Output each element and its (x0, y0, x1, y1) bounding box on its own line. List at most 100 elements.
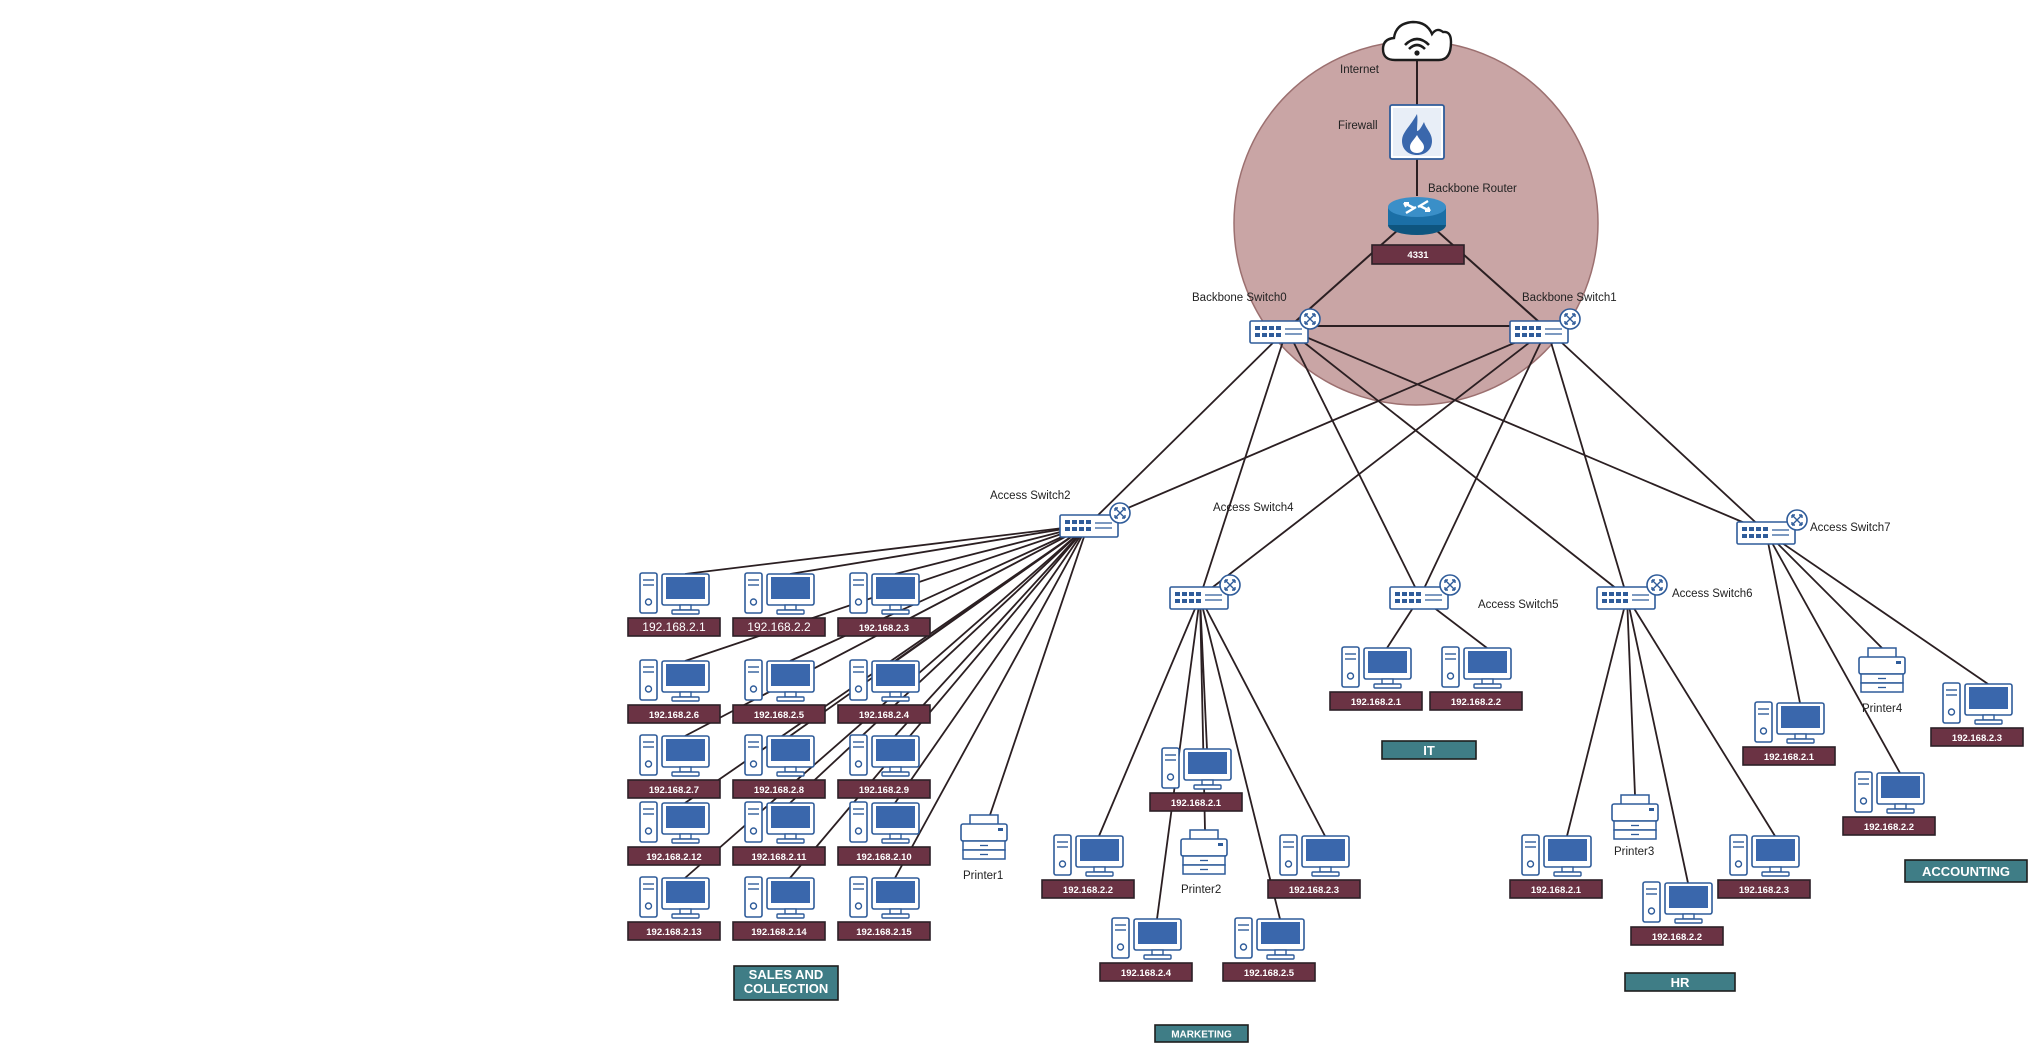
access-switch2-icon[interactable] (1059, 502, 1131, 538)
access-switch6-label: Access Switch6 (1672, 588, 1753, 600)
svg-text:192.168.2.3: 192.168.2.3 (1952, 733, 2002, 744)
it-ip-tag-1: 192.168.2.1 (1329, 691, 1423, 711)
link-6 (1087, 328, 1288, 526)
sales-pc-7[interactable] (639, 734, 710, 777)
marketing-pc-4[interactable] (1111, 917, 1182, 960)
sales-pc-2[interactable] (744, 572, 815, 615)
accounting-dept-label: ACCOUNTING (1904, 859, 2028, 883)
svg-text:192.168.2.1: 192.168.2.1 (1171, 798, 1222, 809)
link-4 (1416, 212, 1548, 330)
sales-pc-15[interactable] (849, 876, 920, 919)
link-11 (1419, 328, 1548, 598)
link-40 (1566, 596, 1628, 837)
sales-ip-tag-15: 192.168.2.15 (837, 921, 931, 941)
link-13 (1546, 328, 1628, 598)
svg-text:192.168.2.2: 192.168.2.2 (1063, 885, 1113, 896)
access-switch7-label: Access Switch7 (1810, 522, 1891, 534)
hr-pc-1[interactable] (1521, 834, 1592, 877)
it-pc-1[interactable] (1341, 646, 1412, 689)
link-33 (1098, 596, 1201, 837)
sales-pc-8[interactable] (744, 734, 815, 777)
svg-text:192.168.2.4: 192.168.2.4 (859, 710, 910, 721)
hr-ip-tag-3: 192.168.2.3 (1717, 879, 1811, 899)
backbone-switch1-label: Backbone Switch1 (1522, 292, 1617, 304)
router-tag: 4331 (1371, 244, 1465, 265)
sales-pc-5[interactable] (744, 659, 815, 702)
marketing-pc-2[interactable] (1053, 834, 1124, 877)
link-9 (1199, 328, 1548, 598)
backbone-switch0-label: Backbone Switch0 (1192, 292, 1287, 304)
accounting-pc-2[interactable] (1854, 771, 1925, 814)
router-label: Backbone Router (1428, 183, 1517, 195)
sales-ip-tag-1: 192.168.2.1 (627, 617, 721, 637)
it-pc-2[interactable] (1441, 646, 1512, 689)
printer2-label: Printer2 (1181, 884, 1221, 896)
sales-pc-14[interactable] (744, 876, 815, 919)
it-dept-label: IT (1381, 740, 1477, 760)
svg-text:192.168.2.14: 192.168.2.14 (751, 927, 807, 938)
printer3-icon[interactable] (1611, 794, 1659, 840)
sales-pc-12[interactable] (849, 801, 920, 844)
link-47 (1765, 531, 1883, 649)
link-30 (894, 524, 1089, 879)
svg-text:192.168.2.11: 192.168.2.11 (752, 852, 808, 863)
svg-text:192.168.2.1: 192.168.2.1 (1351, 697, 1402, 708)
sales-pc-6[interactable] (849, 659, 920, 702)
sales-pc-13[interactable] (639, 876, 710, 919)
svg-text:192.168.2.13: 192.168.2.13 (646, 927, 701, 938)
firewall-icon[interactable] (1389, 104, 1445, 160)
access-switch6-icon[interactable] (1596, 574, 1668, 610)
hr-pc-3[interactable] (1729, 834, 1800, 877)
marketing-pc-1[interactable] (1161, 747, 1232, 790)
svg-text:192.168.2.4: 192.168.2.4 (1121, 968, 1172, 979)
printer1-icon[interactable] (960, 814, 1008, 860)
access-switch5-icon[interactable] (1389, 574, 1461, 610)
marketing-pc-5[interactable] (1234, 917, 1305, 960)
svg-text:192.168.2.2: 192.168.2.2 (1451, 697, 1501, 708)
printer4-icon[interactable] (1858, 647, 1906, 693)
svg-text:192.168.2.2: 192.168.2.2 (1864, 822, 1914, 833)
sales-ip-tag-10: 192.168.2.12 (627, 846, 721, 866)
svg-text:MARKETING: MARKETING (1171, 1030, 1232, 1041)
sales-pc-4[interactable] (639, 659, 710, 702)
svg-text:192.168.2.1: 192.168.2.1 (642, 620, 706, 634)
accounting-ip-tag-3: 192.168.2.3 (1930, 727, 2024, 747)
accounting-pc-1[interactable] (1754, 701, 1825, 744)
svg-text:192.168.2.3: 192.168.2.3 (859, 623, 909, 634)
svg-text:192.168.2.5: 192.168.2.5 (1244, 968, 1295, 979)
sales-pc-1[interactable] (639, 572, 710, 615)
sales-ip-tag-3: 192.168.2.3 (837, 617, 931, 637)
marketing-ip-tag-2: 192.168.2.2 (1041, 879, 1135, 899)
internet-cloud-icon[interactable] (1381, 20, 1453, 62)
sales-pc-11[interactable] (744, 801, 815, 844)
sales-pc-9[interactable] (849, 734, 920, 777)
svg-text:192.168.2.1: 192.168.2.1 (1531, 885, 1582, 896)
svg-text:192.168.2.1: 192.168.2.1 (1764, 752, 1815, 763)
sales-ip-tag-4: 192.168.2.6 (627, 704, 721, 724)
router-icon[interactable] (1388, 197, 1446, 235)
link-17 (789, 524, 1089, 575)
printer2-icon[interactable] (1180, 829, 1228, 875)
hr-pc-2[interactable] (1642, 881, 1713, 924)
svg-text:192.168.2.3: 192.168.2.3 (1739, 885, 1789, 896)
svg-text:192.168.2.10: 192.168.2.10 (856, 852, 911, 863)
access-switch4-label: Access Switch4 (1213, 502, 1294, 514)
link-31 (989, 524, 1089, 816)
sales-pc-10[interactable] (639, 801, 710, 844)
svg-text:IT: IT (1423, 743, 1435, 758)
link-7 (1087, 328, 1548, 526)
accounting-pc-3[interactable] (1942, 682, 2013, 725)
link-43 (1626, 596, 1636, 796)
svg-text:ACCOUNTING: ACCOUNTING (1922, 864, 2010, 879)
sales-ip-tag-12: 192.168.2.10 (837, 846, 931, 866)
it-ip-tag-2: 192.168.2.2 (1429, 691, 1523, 711)
marketing-pc-3[interactable] (1279, 834, 1350, 877)
link-44 (1765, 531, 1801, 704)
marketing-ip-tag-1: 192.168.2.1 (1149, 792, 1243, 812)
sales-pc-3[interactable] (849, 572, 920, 615)
link-18 (894, 524, 1089, 575)
